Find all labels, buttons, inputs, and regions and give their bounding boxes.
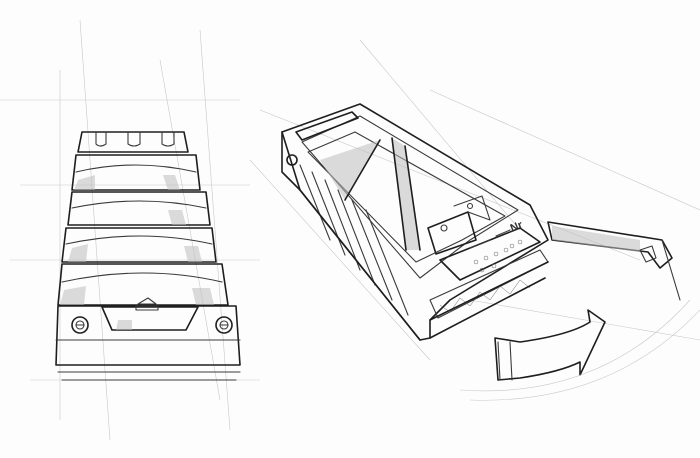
- perspective-view-device: Nr: [281, 103, 549, 341]
- front-view-device: [55, 131, 241, 381]
- device-marking: Nr: [509, 219, 525, 235]
- swing-arm: [547, 221, 681, 301]
- rotation-arrow-icon: [459, 299, 700, 401]
